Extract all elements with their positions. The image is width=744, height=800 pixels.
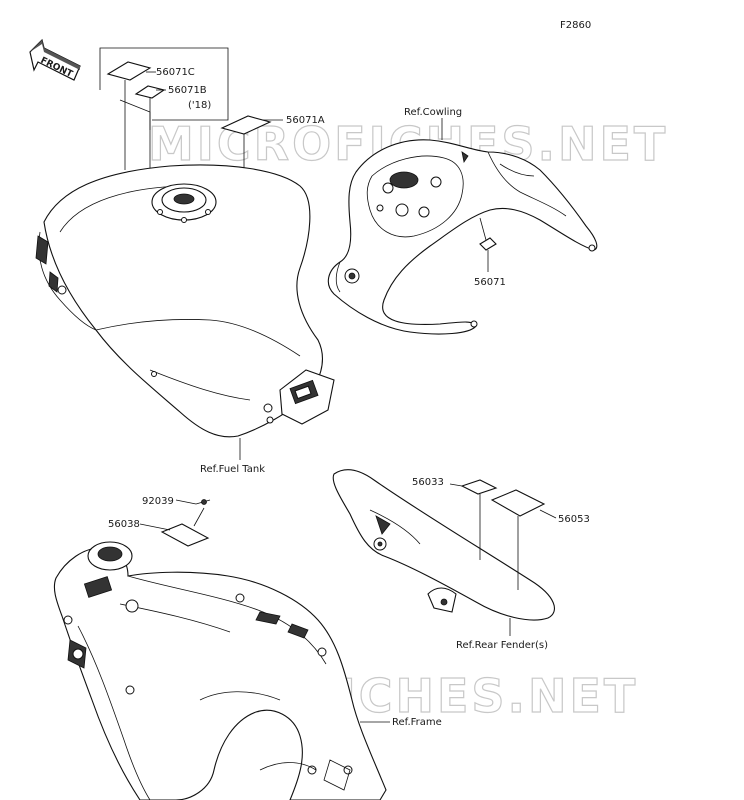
front-arrow-icon: FRONT	[29, 38, 81, 81]
callout-56071B: 56071B	[168, 85, 207, 96]
callout-56033: 56033	[412, 477, 444, 488]
figure-code: F2860	[560, 20, 591, 31]
fuel-tank	[35, 164, 335, 438]
part-56038	[139, 507, 210, 547]
ref-cowling: Ref.Cowling	[404, 107, 462, 118]
ref-frame: Ref.Frame	[392, 717, 442, 728]
callout-56053: 56053	[558, 514, 590, 525]
ref-fuel-tank: Ref.Fuel Tank	[200, 464, 265, 475]
callout-92039: 92039	[142, 496, 174, 507]
callout-56071C: 56071C	[156, 67, 195, 78]
callout-56071B-note: ('18)	[188, 100, 211, 111]
rear-fender	[332, 469, 555, 621]
label-56053-part	[490, 489, 557, 590]
label-56033-part	[449, 479, 498, 560]
callout-56071: 56071	[474, 277, 506, 288]
ref-rear-fender: Ref.Rear Fender(s)	[456, 640, 548, 651]
label-56071-part	[479, 217, 497, 272]
part-92039	[175, 499, 211, 505]
label-group-bracket	[99, 47, 229, 170]
callout-56071A: 56071A	[286, 115, 325, 126]
cowling	[327, 139, 598, 335]
frame	[53, 541, 387, 800]
callout-56038: 56038	[108, 519, 140, 530]
